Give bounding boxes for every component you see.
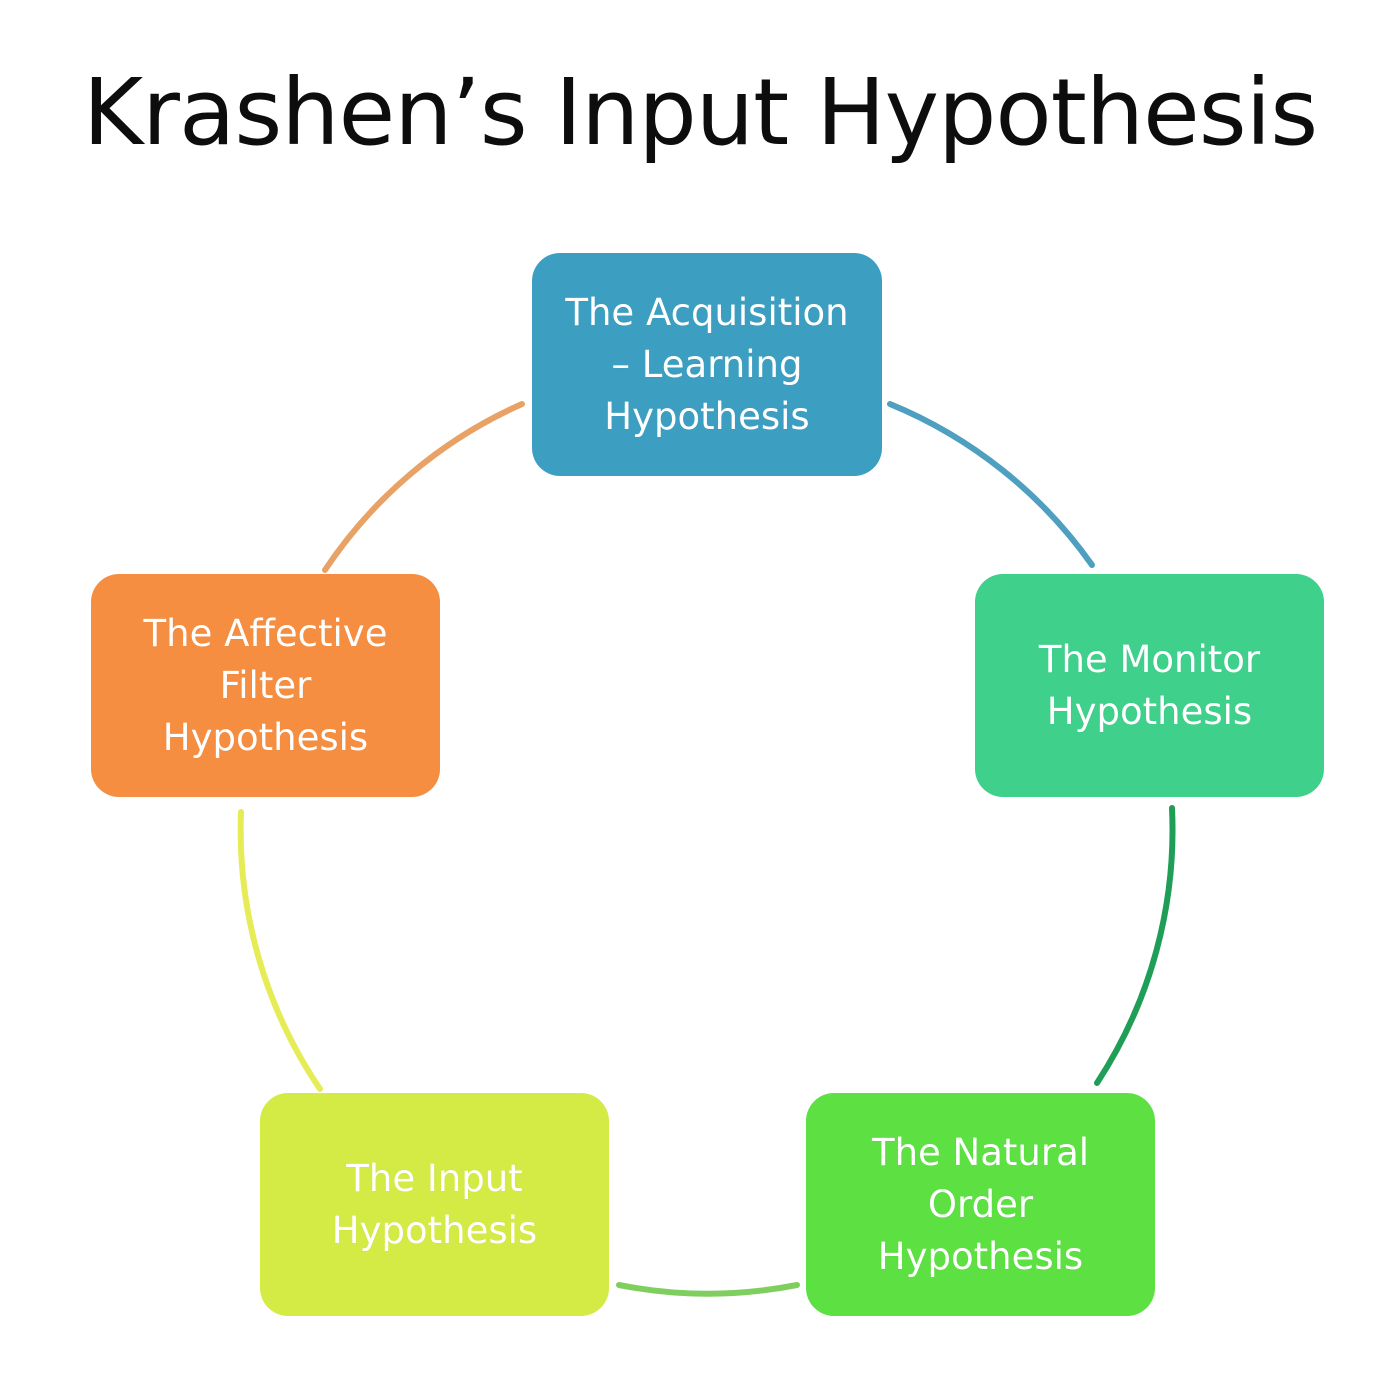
node-acquisition-learning-hypothesis: The Acquisition – Learning Hypothesis <box>532 253 882 476</box>
node-label: The Natural Order Hypothesis <box>871 1130 1090 1278</box>
node-label: The Affective Filter Hypothesis <box>143 611 388 759</box>
node-natural-order-hypothesis: The Natural Order Hypothesis <box>806 1093 1155 1316</box>
node-affective-filter-hypothesis: The Affective Filter Hypothesis <box>91 574 440 797</box>
connector-input-to-affective-filter <box>237 809 323 1092</box>
node-monitor-hypothesis: The Monitor Hypothesis <box>975 574 1324 797</box>
connector-affective-filter-to-acquisition <box>322 401 525 573</box>
connector-natural-order-to-input <box>616 1282 800 1297</box>
node-label: The Monitor Hypothesis <box>1038 637 1261 733</box>
page-title: Krashen’s Input Hypothesis <box>82 59 1318 166</box>
node-input-hypothesis: The Input Hypothesis <box>260 1093 609 1316</box>
node-label: The Input Hypothesis <box>331 1156 538 1252</box>
node-label: The Acquisition – Learning Hypothesis <box>565 290 849 438</box>
connector-monitor-to-natural-order <box>1094 805 1176 1086</box>
connector-acquisition-to-monitor <box>887 401 1095 568</box>
